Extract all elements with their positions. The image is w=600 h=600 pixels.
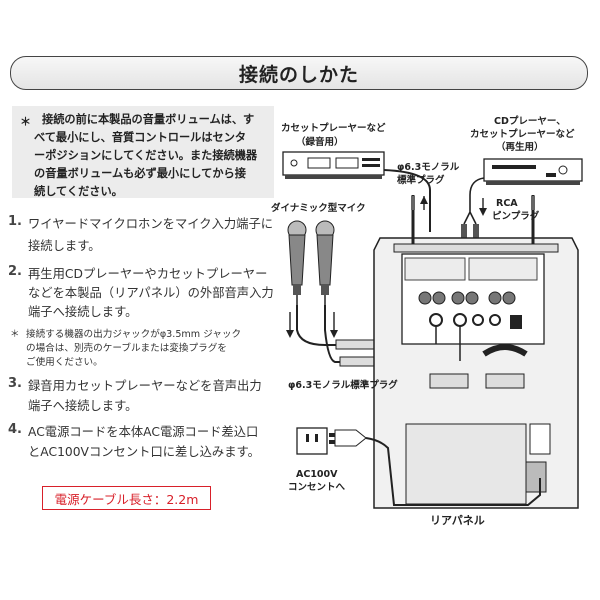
step-number: 2. — [8, 264, 22, 279]
step-text: AC電源コードを本体AC電源コード差込口 — [28, 425, 259, 439]
step-text: ワイヤードマイクロホンをマイク入力端子に — [28, 217, 274, 231]
note-line: ーポジションにしてください。また接続機器 — [34, 149, 258, 162]
step-text: などを本製品（リアパネル）の外部音声入力 — [28, 286, 274, 300]
note-asterisk: ＊ — [20, 115, 31, 128]
rca-label: ピンプラグ — [492, 210, 540, 222]
step-text: 録音用カセットプレーヤーなどを音声出力 — [28, 379, 262, 393]
microphone-icon — [315, 220, 335, 305]
note-line: べて最小にし、音質コントロールはセンタ — [34, 131, 247, 144]
cd-label: カセットプレーヤーなど — [470, 128, 575, 140]
mono-plug-label: 標準プラグ — [397, 174, 445, 186]
arrow-up-icon — [420, 196, 428, 204]
arrow-down-icon — [479, 208, 487, 216]
cd-player-icon — [483, 158, 583, 185]
cable-length-box: 電源ケーブル長さ：2.2m — [42, 486, 211, 510]
sub-note-line: の場合は、別売のケーブルまたは変換プラグを — [26, 343, 227, 354]
sub-note-asterisk: ＊ — [10, 329, 20, 340]
step-text: 再生用CDプレーヤーやカセットプレーヤー — [28, 267, 268, 281]
mono-plug-label-2: φ6.3モノラル標準プラグ — [288, 379, 398, 391]
step-text: 端子へ接続します。 — [28, 399, 138, 413]
mono-plug-label: φ6.3モノラル — [397, 162, 460, 173]
ac-label: コンセントへ — [288, 482, 346, 493]
arrow-down-icon — [286, 330, 294, 338]
rca-label: RCA — [496, 198, 518, 209]
note-line: 続してください。 — [34, 185, 123, 198]
cd-label: （再生用） — [496, 141, 544, 153]
microphone-icon — [287, 220, 307, 305]
cassette-deck-icon — [282, 151, 385, 179]
ac-label: AC100V — [296, 469, 338, 480]
cassette-label: （録音用） — [296, 136, 344, 148]
step-number: 3. — [8, 376, 22, 391]
cassette-label: カセットプレーヤーなど — [281, 122, 386, 134]
sub-note-line: 接続する機器の出力ジャックがφ3.5mm ジャック — [26, 329, 242, 340]
dynamic-mic-label: ダイナミック型マイク — [271, 202, 366, 214]
step-text: 端子へ接続します。 — [28, 305, 138, 319]
sub-note-line: ご使用ください。 — [26, 357, 103, 368]
caution-note-box: ＊ 接続の前に本製品の音量ボリュームは、す べて最小にし、音質コントロールはセン… — [12, 106, 274, 198]
section-title-bar: 接続のしかた — [10, 56, 588, 90]
step-number: 1. — [8, 214, 22, 229]
step-text: 接続します。 — [28, 239, 101, 253]
note-line: の音量ボリュームも必ず最小にしてから接 — [34, 167, 246, 180]
arrow-down-icon — [330, 330, 338, 338]
step-text: とAC100Vコンセント口に差し込みます。 — [28, 445, 260, 459]
cd-label: CDプレーヤー、 — [494, 115, 566, 127]
page-title: 接続のしかた — [238, 63, 359, 86]
rear-panel-illustration — [373, 195, 579, 509]
rear-panel-label: リアパネル — [430, 514, 485, 527]
step-number: 4. — [8, 422, 22, 437]
ac-outlet-icon — [296, 427, 328, 455]
power-plug-icon — [329, 429, 367, 447]
note-line: 接続の前に本製品の音量ボリュームは、す — [42, 113, 255, 126]
cable-length-text: 電源ケーブル長さ：2.2m — [54, 491, 199, 507]
